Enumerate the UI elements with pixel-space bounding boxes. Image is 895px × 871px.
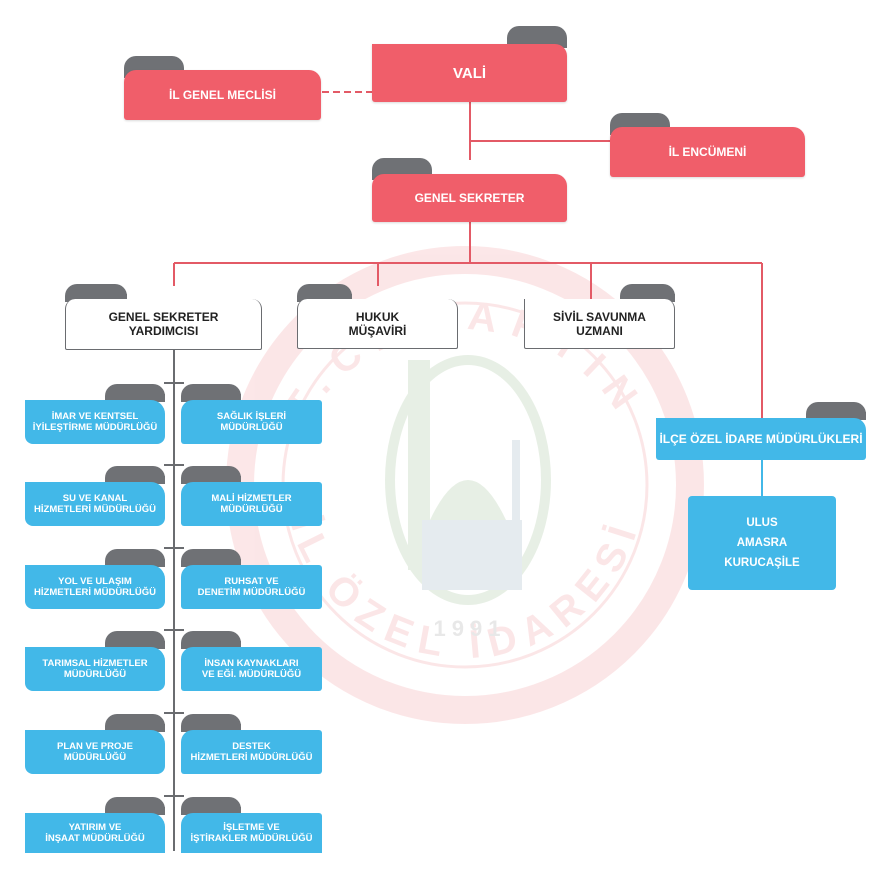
vali-box[interactable]: VALİ	[372, 26, 567, 102]
unit-isletme-label: İŞLETME VE İŞTİRAKLER MÜDÜRLÜĞÜ	[190, 822, 313, 844]
unit-isletme[interactable]: İŞLETME VE İŞTİRAKLER MÜDÜRLÜĞÜ	[181, 797, 322, 853]
unit-saglik-label: SAĞLIK İŞLERİ MÜDÜRLÜĞÜ	[216, 411, 287, 433]
unit-saglik[interactable]: SAĞLIK İŞLERİ MÜDÜRLÜĞÜ	[181, 384, 322, 444]
unit-insan-kaynaklari-label: İNSAN KAYNAKLARI VE EĞİ. MÜDÜRLÜĞÜ	[201, 658, 302, 680]
watermark-year: 1991	[434, 616, 507, 641]
unit-su-kanal-label: SU VE KANAL HİZMETLERİ MÜDÜRLÜĞÜ	[34, 493, 156, 515]
sivil-savunma-uzmani-label: SİVİL SAVUNMA UZMANI	[553, 309, 646, 338]
unit-tarimsal[interactable]: TARIMSAL HİZMETLER MÜDÜRLÜĞÜ	[25, 631, 165, 691]
hukuk-musaviri-label: HUKUK MÜŞAVİRİ	[348, 309, 407, 338]
unit-yatirim[interactable]: YATIRIM VE İNŞAAT MÜDÜRLÜĞÜ	[25, 797, 165, 853]
ilce-ozel-idare-box[interactable]: İLÇE ÖZEL İDARE MÜDÜRLÜKLERİ	[656, 402, 866, 460]
ilce-ozel-idare-label: İLÇE ÖZEL İDARE MÜDÜRLÜKLERİ	[659, 431, 863, 446]
unit-destek[interactable]: DESTEK HİZMETLERİ MÜDÜRLÜĞÜ	[181, 714, 322, 774]
unit-plan-proje-label: PLAN VE PROJE MÜDÜRLÜĞÜ	[56, 741, 134, 763]
unit-tarimsal-label: TARIMSAL HİZMETLER MÜDÜRLÜĞÜ	[42, 658, 148, 680]
hukuk-musaviri-box[interactable]: HUKUK MÜŞAVİRİ	[297, 284, 458, 349]
unit-su-kanal[interactable]: SU VE KANAL HİZMETLERİ MÜDÜRLÜĞÜ	[25, 466, 165, 526]
genel-sekreter-yardimcisi-box[interactable]: GENEL SEKRETER YARDIMCISI	[65, 284, 262, 350]
connectors-red	[173, 91, 763, 418]
il-encumeni-label: İL ENCÜMENİ	[668, 145, 747, 159]
unit-yol-ulasim-label: YOL VE ULAŞIM HİZMETLERİ MÜDÜRLÜĞÜ	[34, 576, 156, 598]
vali-label: VALİ	[452, 64, 487, 82]
unit-plan-proje[interactable]: PLAN VE PROJE MÜDÜRLÜĞÜ	[25, 714, 165, 774]
unit-imar[interactable]: İMAR VE KENTSEL İYİLEŞTİRME MÜDÜRLÜĞÜ	[25, 384, 165, 444]
district-amasra: AMASRA	[736, 537, 788, 549]
unit-destek-label: DESTEK HİZMETLERİ MÜDÜRLÜĞÜ	[190, 741, 313, 763]
genel-sekreter-yardimcisi-label: GENEL SEKRETER YARDIMCISI	[108, 310, 219, 338]
unit-yatirim-label: YATIRIM VE İNŞAAT MÜDÜRLÜĞÜ	[45, 822, 145, 844]
district-kurucasile: KURUCAŞİLE	[724, 557, 800, 569]
il-encumeni-box[interactable]: İL ENCÜMENİ	[610, 113, 805, 177]
unit-insan-kaynaklari[interactable]: İNSAN KAYNAKLARI VE EĞİ. MÜDÜRLÜĞÜ	[181, 631, 322, 691]
sivil-savunma-uzmani-box[interactable]: SİVİL SAVUNMA UZMANI	[524, 284, 675, 349]
genel-sekreter-box[interactable]: GENEL SEKRETER	[372, 158, 567, 222]
connectors-gray	[164, 350, 184, 851]
unit-ruhsat-label: RUHSAT VE DENETİM MÜDÜRLÜĞÜ	[197, 576, 306, 598]
il-genel-meclisi-label: İL GENEL MECLİSİ	[169, 88, 276, 102]
districts-box[interactable]: ULUS AMASRA KURUCAŞİLE	[688, 496, 836, 590]
unit-imar-label: İMAR VE KENTSEL İYİLEŞTİRME MÜDÜRLÜĞÜ	[32, 411, 158, 433]
unit-ruhsat[interactable]: RUHSAT VE DENETİM MÜDÜRLÜĞÜ	[181, 549, 322, 609]
unit-yol-ulasim[interactable]: YOL VE ULAŞIM HİZMETLERİ MÜDÜRLÜĞÜ	[25, 549, 165, 609]
unit-mali[interactable]: MALİ HİZMETLER MÜDÜRLÜĞÜ	[181, 466, 322, 526]
genel-sekreter-label: GENEL SEKRETER	[414, 191, 525, 205]
il-genel-meclisi-box[interactable]: İL GENEL MECLİSİ	[124, 56, 321, 120]
unit-mali-label: MALİ HİZMETLER MÜDÜRLÜĞÜ	[211, 493, 292, 515]
district-ulus: ULUS	[746, 517, 778, 529]
